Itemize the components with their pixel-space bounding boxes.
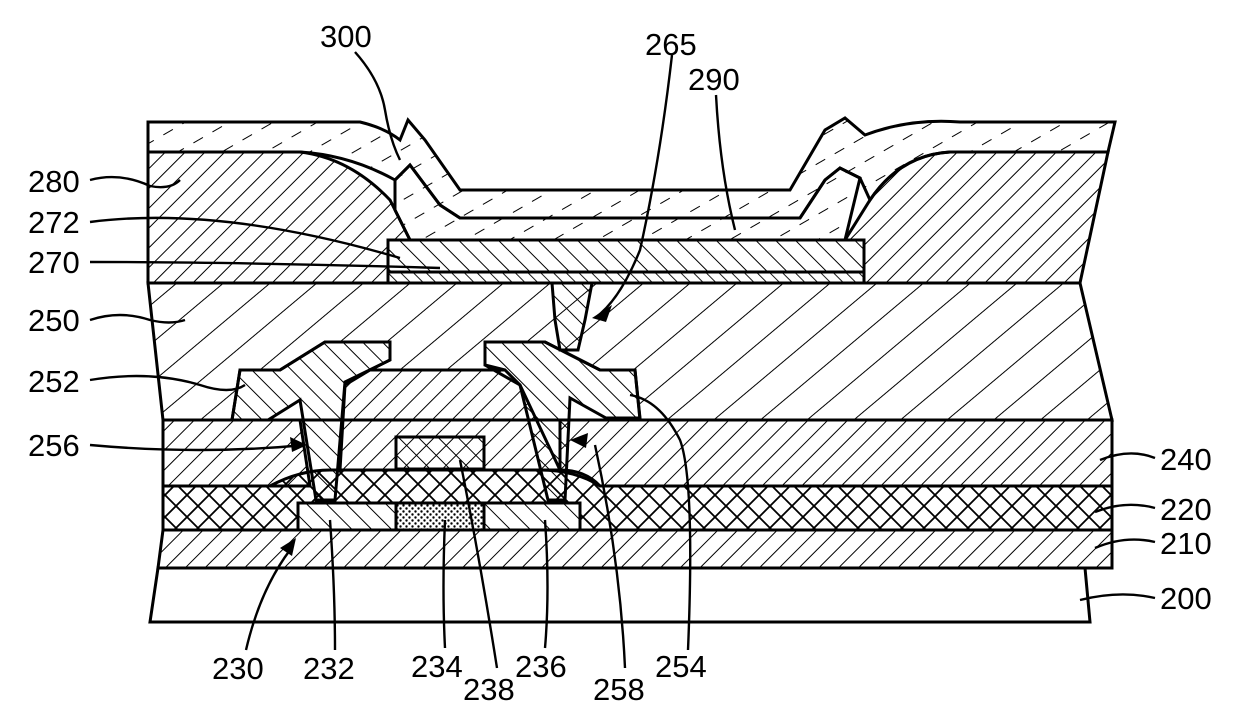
label-234: 234 xyxy=(411,649,463,684)
label-210: 210 xyxy=(1160,526,1212,561)
label-220: 220 xyxy=(1160,492,1212,527)
label-238: 238 xyxy=(463,672,515,707)
label-290: 290 xyxy=(688,62,740,97)
label-250: 250 xyxy=(28,303,80,338)
label-230: 230 xyxy=(212,651,264,686)
label-200: 200 xyxy=(1160,581,1212,616)
label-236: 236 xyxy=(515,649,567,684)
label-240: 240 xyxy=(1160,442,1212,477)
pixel-electrode-270 xyxy=(388,240,864,272)
label-232: 232 xyxy=(303,651,355,686)
label-270: 270 xyxy=(28,245,80,280)
label-254: 254 xyxy=(655,649,707,684)
label-280: 280 xyxy=(28,164,80,199)
label-272: 272 xyxy=(28,205,80,240)
label-265: 265 xyxy=(645,27,697,62)
label-258: 258 xyxy=(593,672,645,707)
buffer-layer-210 xyxy=(158,530,1112,568)
label-300: 300 xyxy=(320,19,372,54)
label-252: 252 xyxy=(28,364,80,399)
label-256: 256 xyxy=(28,428,80,463)
